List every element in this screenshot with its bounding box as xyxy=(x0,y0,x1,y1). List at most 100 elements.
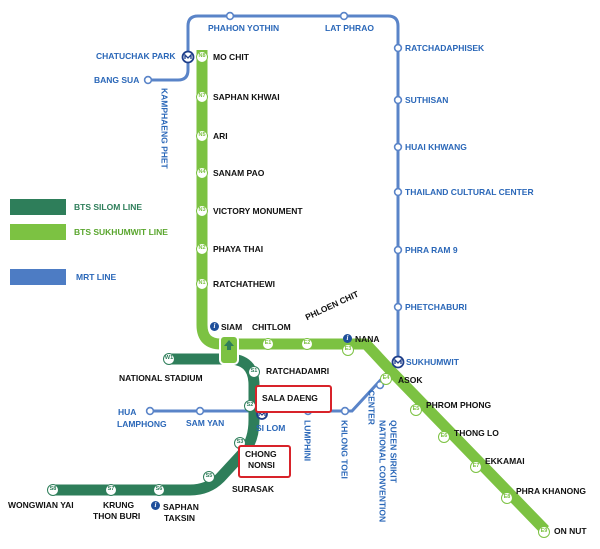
station-label-sam-yan: SAM YAN xyxy=(186,418,225,428)
info-icon-siam: i xyxy=(210,322,219,331)
station-badge-n3: N3 xyxy=(196,205,208,217)
station-label-wongwian-yai: WONGWIAN YAI xyxy=(8,500,74,510)
station-label-victory-monument: VICTORY MONUMENT xyxy=(213,206,303,216)
station-label-mo-chit: MO CHIT xyxy=(213,52,249,62)
station-label-asok: ASOK xyxy=(398,375,423,385)
station-label-sanam-pao: SANAM PAO xyxy=(213,168,265,178)
station-label-bang-sua: BANG SUA xyxy=(94,75,140,85)
station-badge-e9: E9 xyxy=(538,526,550,538)
station-label-saphan-taksin-line1: SAPHAN xyxy=(163,502,199,512)
station-label-phrom-phong: PHROM PHONG xyxy=(426,400,492,410)
station-badge-n1: N1 xyxy=(196,278,208,290)
station-label-si-lom: SI LOM xyxy=(256,423,286,433)
mrt-line xyxy=(150,14,400,413)
station-label-krung-thon-buri-line2: THON BURI xyxy=(93,511,141,521)
station-label-huai-khwang: HUAI KHWANG xyxy=(405,142,467,152)
station-label-qsncc-line3: CENTER xyxy=(366,390,377,425)
station-badge-s8: S8 xyxy=(47,484,59,496)
station-badge-n8: N8 xyxy=(196,51,208,63)
station-label-suthisan: SUTHISAN xyxy=(405,95,449,105)
station-label-lat-phrao: LAT PHRAO xyxy=(325,23,374,33)
station-label-ratchadamri: RATCHADAMRI xyxy=(266,366,330,376)
station-label-chitlom: CHITLOM xyxy=(252,322,291,332)
station-label-sala-daeng: SALA DAENG xyxy=(262,393,318,403)
station-label-on-nut: ON NUT xyxy=(554,526,587,536)
legend-label-silom: BTS SILOM LINE xyxy=(74,202,142,212)
station-badge-s7: S7 xyxy=(105,484,117,496)
station-badge-e1: E1 xyxy=(262,338,274,350)
station-dot-ratchadaphisek xyxy=(393,43,403,53)
station-label-phahon-yothin: PHAHON YOTHIN xyxy=(208,23,280,33)
station-badge-e4: E4 xyxy=(380,373,392,385)
highlight-box-chong-nonsi xyxy=(238,445,291,478)
station-label-chong-nonsi-line1: CHONG xyxy=(245,449,277,459)
station-label-qsncc-line2: NATIONAL CONVENTION xyxy=(377,420,388,523)
station-label-phetchaburi: PHETCHABURI xyxy=(405,302,467,312)
station-badge-e2: E2 xyxy=(301,338,313,350)
station-label-thong-lo: THONG LO xyxy=(454,428,499,438)
station-label-phra-khanong: PHRA KHANONG xyxy=(516,486,587,496)
station-label-krung-thon-buri-line1: KRUNG xyxy=(103,500,135,510)
legend-swatch-mrt xyxy=(10,269,66,285)
station-label-saphan-khwai: SAPHAN KHWAI xyxy=(213,92,280,102)
station-badge-e5: E5 xyxy=(410,404,422,416)
bts-silom-line xyxy=(52,353,260,496)
station-badge-w1: W1 xyxy=(163,353,175,365)
station-dot-khlong-toei xyxy=(340,406,350,416)
station-badge-n4: N4 xyxy=(196,167,208,179)
station-badge-e6: E6 xyxy=(438,431,450,443)
station-dot-phra-ram-9 xyxy=(393,245,403,255)
station-label-surasak: SURASAK xyxy=(232,484,275,494)
station-badge-e3: E3 xyxy=(342,344,354,356)
interchange-icon-sukhumvit xyxy=(391,355,405,369)
station-label-nana: NANA xyxy=(355,334,380,344)
interchange-icon-chatuchak xyxy=(181,50,195,64)
highlight-box-sala-daeng xyxy=(255,385,332,413)
siam-arrow-icon xyxy=(224,340,234,350)
station-dot-huai-khwang xyxy=(393,142,403,152)
station-badge-s1: S1 xyxy=(248,366,260,378)
legend-swatch-silom xyxy=(10,199,66,215)
station-label-sukhumvit: SUKHUMWIT xyxy=(406,357,459,367)
station-dot-thailand-cultural-center xyxy=(393,187,403,197)
station-label-ratchadaphisek: RATCHADAPHISEK xyxy=(405,43,485,53)
station-badge-n5: N5 xyxy=(196,130,208,142)
station-dot-phahon-yothin xyxy=(225,11,235,21)
station-label-siam: SIAM xyxy=(221,322,243,332)
station-label-lumphini: LUMPHINI xyxy=(302,420,313,462)
station-label-kamphaeng-phet: KAMPHAENG PHET xyxy=(159,88,170,169)
station-badge-e8: E8 xyxy=(501,492,513,504)
station-dot-bang-sua xyxy=(143,75,153,85)
station-badge-s5: S5 xyxy=(203,471,215,483)
info-icon-saphan-taksin: i xyxy=(151,501,160,510)
station-label-chatuchak-park: CHATUCHAK PARK xyxy=(96,51,176,61)
station-dot-hua-lamphong xyxy=(145,406,155,416)
station-badge-s6: S6 xyxy=(153,484,165,496)
station-label-chong-nonsi-line2: NONSI xyxy=(248,460,275,470)
station-label-ekkamai: EKKAMAI xyxy=(485,456,525,466)
station-badge-n2: N2 xyxy=(196,243,208,255)
station-badge-e7: E7 xyxy=(470,461,482,473)
station-label-hua-lamphong-line2: LAMPHONG xyxy=(117,419,167,429)
station-label-phaya-thai: PHAYA THAI xyxy=(213,244,264,254)
station-label-phra-ram-9: PHRA RAM 9 xyxy=(405,245,458,255)
legend-label-mrt: MRT LINE xyxy=(76,272,117,282)
station-label-saphan-taksin-line2: TAKSIN xyxy=(164,513,196,523)
station-dot-lat-phrao xyxy=(339,11,349,21)
station-badge-n7: N7 xyxy=(196,91,208,103)
station-label-ratchathewi: RATCHATHEWI xyxy=(213,279,276,289)
station-dot-phetchaburi xyxy=(393,302,403,312)
station-label-thailand-cultural-center: THAILAND CULTURAL CENTER xyxy=(405,187,534,197)
station-label-hua-lamphong-line1: HUA xyxy=(118,407,137,417)
station-label-qsncc-line1: QUEEN SIRIKIT xyxy=(388,420,399,483)
station-dot-sam-yan xyxy=(195,406,205,416)
station-dot-suthisan xyxy=(393,95,403,105)
legend-label-sukhumvit: BTS SUKHUMWIT LINE xyxy=(74,227,168,237)
mrt-line-branch xyxy=(148,57,190,82)
station-label-national-stadium: NATIONAL STADIUM xyxy=(119,373,203,383)
station-label-ari: ARI xyxy=(213,131,228,141)
info-icon-nana: i xyxy=(343,334,352,343)
legend-swatch-sukhumvit xyxy=(10,224,66,240)
station-label-khlong-toei: KHLONG TOEI xyxy=(339,420,350,479)
